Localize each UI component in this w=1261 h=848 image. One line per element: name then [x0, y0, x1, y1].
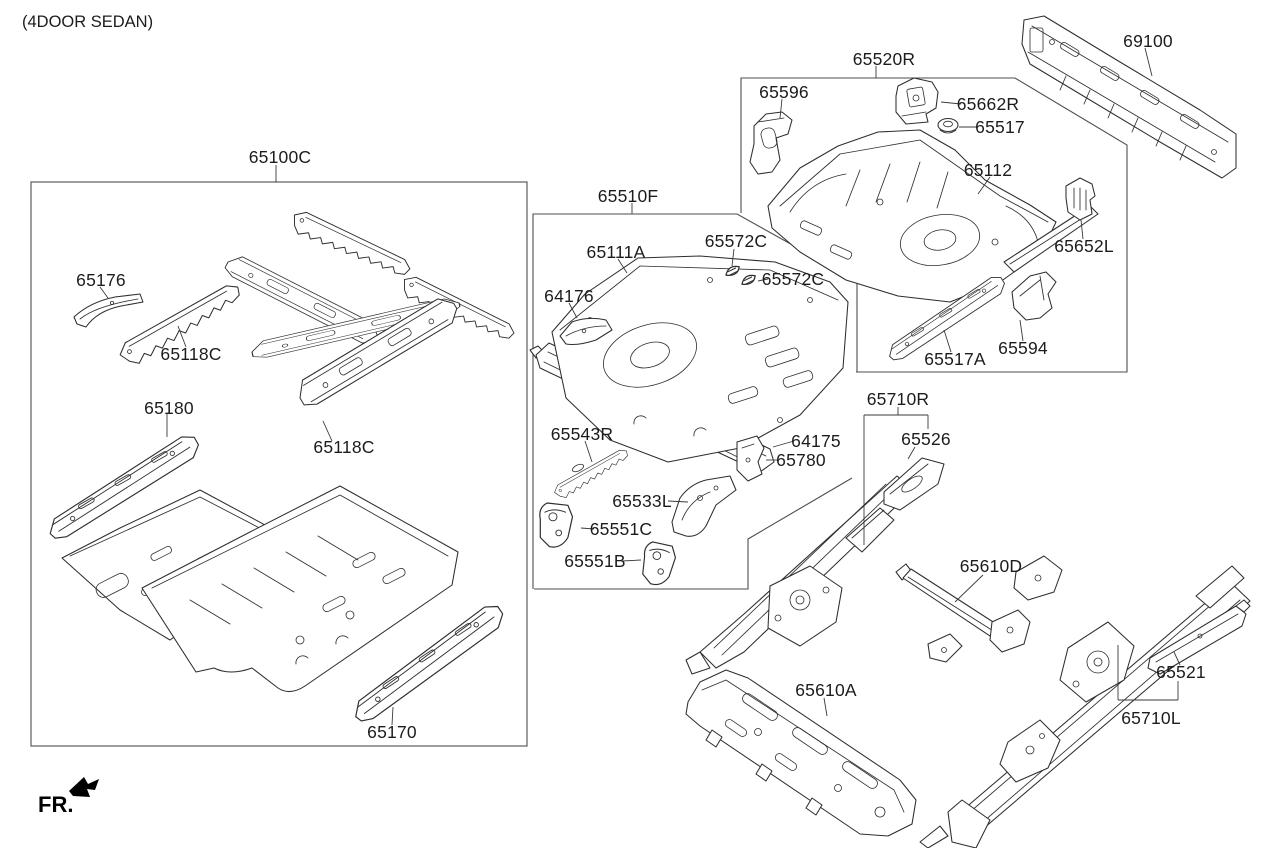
label-65596[interactable]: 65596: [759, 82, 809, 102]
label-65710r[interactable]: 65710R: [867, 389, 930, 409]
label-69100[interactable]: 69100: [1123, 31, 1173, 51]
label-65170[interactable]: 65170: [367, 722, 417, 742]
label-65521[interactable]: 65521: [1156, 662, 1206, 682]
part-65610d-art: [895, 563, 1031, 663]
label-64175[interactable]: 64175: [791, 431, 841, 451]
label-65551b[interactable]: 65551B: [564, 551, 626, 571]
part-65662r-art: [895, 77, 939, 125]
cowl-crossmember-art: [286, 200, 414, 292]
label-65572c-b[interactable]: 65572C: [762, 269, 825, 289]
label-65652l[interactable]: 65652L: [1054, 236, 1114, 256]
label-65610d[interactable]: 65610D: [960, 556, 1023, 576]
part-65596-art: [749, 111, 793, 175]
label-65662r[interactable]: 65662R: [957, 94, 1020, 114]
label-65517a[interactable]: 65517A: [924, 349, 986, 369]
label-65572c-a[interactable]: 65572C: [705, 231, 768, 251]
part-65521-art: [1147, 599, 1251, 675]
rail-top-bracket-art: [1013, 555, 1063, 601]
label-65118c-a[interactable]: 65118C: [160, 344, 221, 364]
label-65594[interactable]: 65594: [998, 338, 1048, 358]
label-65551c[interactable]: 65551C: [590, 519, 653, 539]
label-65112[interactable]: 65112: [964, 160, 1012, 180]
variant-title: (4DOOR SEDAN): [22, 13, 153, 31]
label-65526[interactable]: 65526: [901, 429, 951, 449]
part-69100-art: [1021, 15, 1237, 179]
part-65112-art: [767, 129, 1099, 303]
group-box-front-floor: [30, 181, 528, 747]
part-65780-art: [736, 435, 765, 482]
label-65510f[interactable]: 65510F: [598, 186, 659, 206]
part-65610a-art: [685, 669, 917, 837]
label-65111a[interactable]: 65111A: [587, 242, 646, 262]
label-65118c-b[interactable]: 65118C: [313, 437, 374, 457]
part-65543r-art: [549, 447, 634, 502]
label-65100c[interactable]: 65100C: [249, 147, 312, 167]
leader-lines: [99, 47, 1181, 726]
group-box-rear-floor-front: [532, 213, 858, 590]
part-65652l-art: [1065, 177, 1096, 221]
part-65594-art: [1011, 271, 1057, 321]
label-65533l[interactable]: 65533L: [612, 491, 672, 511]
fr-label: FR.: [38, 792, 73, 817]
fr-arrow-icon: [69, 777, 99, 797]
label-65710l[interactable]: 65710L: [1121, 708, 1181, 728]
part-65551c-art: [539, 502, 574, 548]
part-65526-art: [883, 457, 945, 511]
label-65520r[interactable]: 65520R: [853, 49, 916, 69]
label-64176[interactable]: 64176: [544, 286, 594, 306]
part-65710r-rail-art: [685, 475, 914, 675]
part-65111a-art: [551, 255, 849, 463]
label-65610a[interactable]: 65610A: [795, 680, 857, 700]
floor-panel-main-art: [141, 485, 459, 693]
part-65551b-art: [640, 540, 678, 587]
part-65533l-art: [671, 475, 737, 537]
label-65517[interactable]: 65517: [975, 117, 1025, 137]
label-65780[interactable]: 65780: [776, 450, 826, 470]
fr-direction-marker: FR.: [38, 777, 99, 817]
label-65543r[interactable]: 65543R: [551, 424, 614, 444]
part-64176-art: [559, 317, 613, 346]
label-65176[interactable]: 65176: [76, 270, 126, 290]
group-box-rear-floor-rear: [740, 77, 1128, 373]
part-65517-art: [937, 117, 959, 134]
part-65176-art: [73, 293, 144, 328]
label-65180[interactable]: 65180: [144, 398, 194, 418]
